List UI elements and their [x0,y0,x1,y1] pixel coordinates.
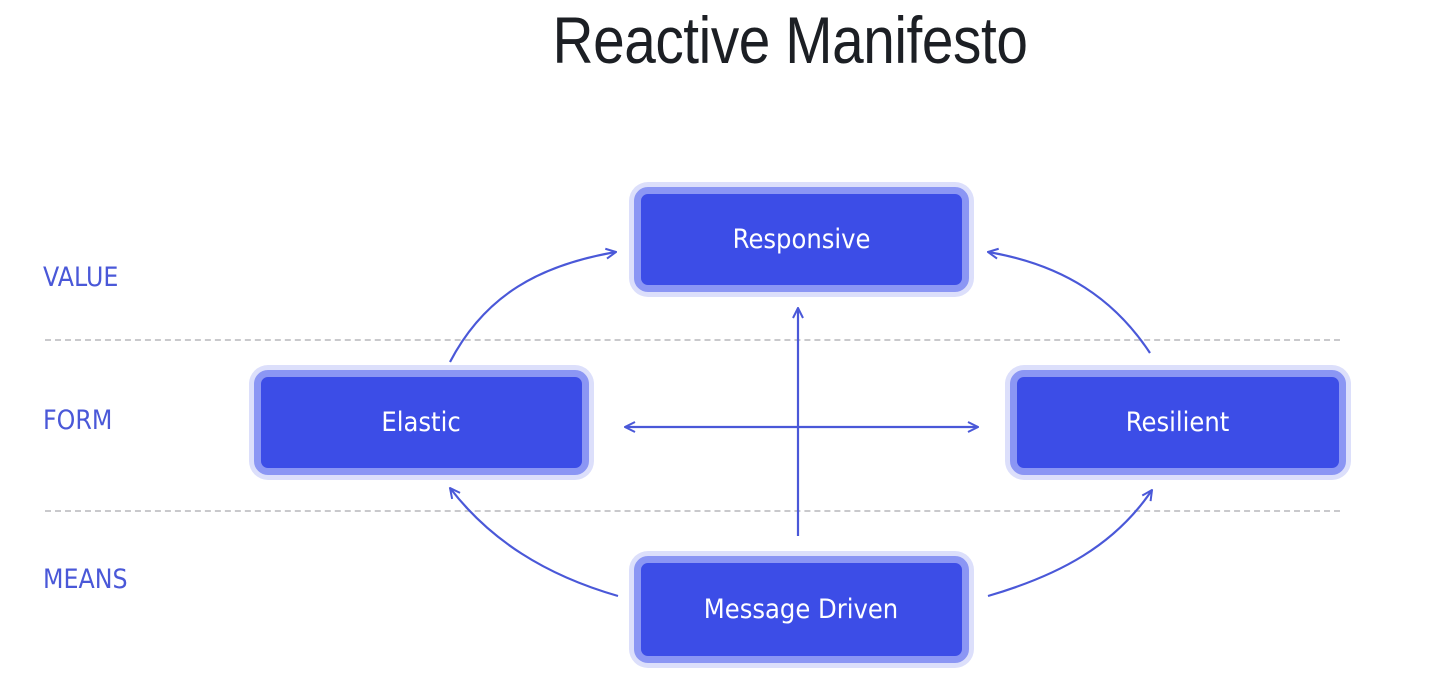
divider-value-form [45,339,1340,341]
layer-label-value: VALUE [43,262,119,293]
layer-label-means: MEANS [43,564,128,595]
arrow-elastic-to-responsive [449,252,616,363]
layer-label-form: FORM [43,405,113,436]
divider-form-means [45,510,1340,512]
page-title: Reactive Manifesto [552,3,1028,77]
arrow-message-driven-to-resilient [987,490,1152,598]
node-responsive: Responsive [634,187,969,292]
node-resilient-label: Resilient [1126,407,1230,438]
node-message-driven: Message Driven [634,556,969,663]
arrow-resilient-to-responsive [988,252,1151,354]
node-elastic-label: Elastic [381,407,462,438]
node-elastic: Elastic [254,370,589,475]
node-responsive-label: Responsive [732,224,871,255]
node-message-driven-label: Message Driven [704,594,899,625]
arrow-message-driven-to-elastic [450,488,619,598]
node-resilient: Resilient [1010,370,1346,475]
